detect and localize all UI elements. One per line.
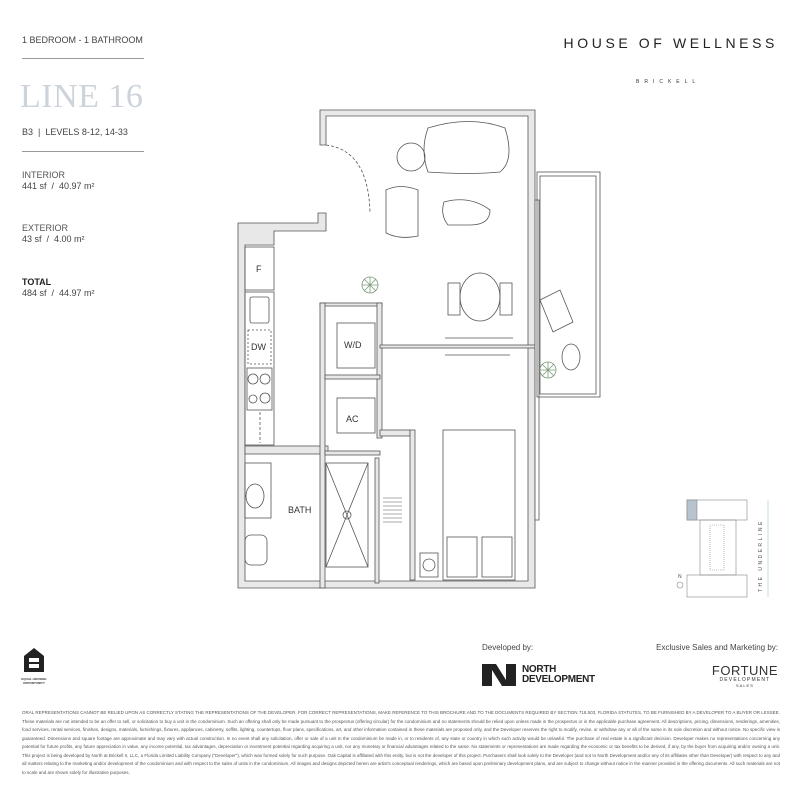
sales-name-line3: SALES: [735, 683, 754, 688]
exterior-value: 43 sf / 4.00 m²: [22, 234, 85, 244]
ac-unit: [336, 397, 376, 434]
room-label-fridge: F: [256, 264, 262, 274]
sales-by-label: Exclusive Sales and Marketing by:: [656, 643, 778, 652]
exterior-area: EXTERIOR 43 sf / 4.00 m²: [22, 223, 85, 245]
north-development-logo: NORTH DEVELOPMENT: [482, 664, 595, 686]
room-label-washer-dryer: W/D: [344, 340, 362, 350]
balcony: [536, 171, 601, 398]
house-icon: [24, 648, 44, 672]
entry-door-swing: [325, 144, 371, 213]
unit-type: 1 BEDROOM - 1 BATHROOM: [22, 35, 143, 45]
kitchen: [244, 246, 275, 446]
interior-value: 441 sf / 40.97 m²: [22, 181, 95, 191]
legal-disclaimer: ORAL REPRESENTATIONS CANNOT BE RELIED UP…: [22, 710, 780, 775]
exterior-walls: [237, 109, 536, 589]
interior-area: INTERIOR 441 sf / 40.97 m²: [22, 170, 95, 192]
brand-name: HOUSE OF WELLNESS: [563, 35, 778, 51]
north-arrow-label: N: [678, 574, 682, 580]
plant-icon: [539, 361, 557, 379]
interior-walls: [244, 199, 540, 589]
north-logo-mark: [482, 664, 516, 686]
developer-name-line2: DEVELOPMENT: [522, 674, 595, 685]
fortune-logo: FORTUNE DEVELOPMENT SALES: [712, 664, 778, 689]
total-area: TOTAL 484 sf / 44.97 m²: [22, 277, 95, 299]
divider: [22, 58, 144, 59]
room-label-ac: AC: [346, 414, 359, 424]
brand-location: BRICKELL: [636, 79, 701, 85]
key-plan-street: THE UNDERLINE: [758, 519, 764, 592]
developer-name-line1: NORTH: [522, 664, 557, 675]
unit-levels: B3 | LEVELS 8-12, 14-33: [22, 127, 128, 137]
key-plan: [676, 499, 769, 598]
interior-label: INTERIOR: [22, 170, 66, 180]
room-label-bath: BATH: [288, 505, 311, 515]
bed: [383, 429, 516, 581]
living-furniture: [385, 121, 513, 356]
washer-dryer: [336, 322, 376, 369]
equal-housing-logo: EQUAL HOUSING OPPORTUNITY: [20, 647, 48, 685]
sales-name-line1: FORTUNE: [711, 663, 778, 678]
total-value: 484 sf / 44.97 m²: [22, 288, 95, 298]
total-label: TOTAL: [22, 277, 52, 287]
divider: [22, 151, 144, 152]
exterior-label: EXTERIOR: [22, 223, 69, 233]
plant-icon: [361, 276, 379, 294]
line-title: LINE 16: [20, 78, 144, 115]
equal-housing-text: EQUAL HOUSING OPPORTUNITY: [21, 677, 47, 685]
developed-by-label: Developed by:: [482, 643, 534, 652]
sales-name-line2: DEVELOPMENT: [719, 677, 771, 683]
room-label-dishwasher: DW: [251, 342, 266, 352]
unit-location-highlight: [686, 499, 698, 521]
bathroom: [244, 462, 369, 568]
